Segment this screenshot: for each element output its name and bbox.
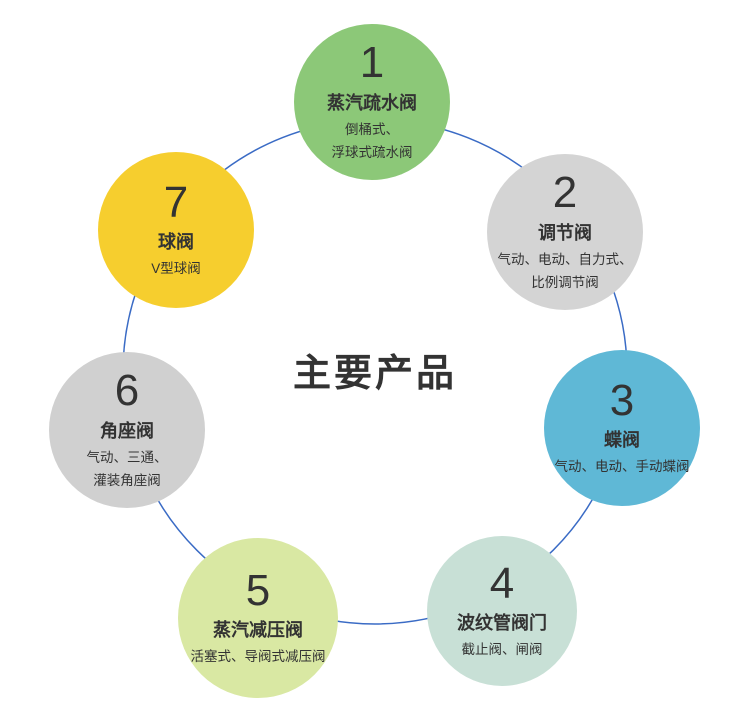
node-number: 3 [609,375,635,425]
node-title: 角座阀 [100,420,154,441]
node-pressure-reducing-valve: 5 蒸汽减压阀 活塞式、导阀式减压阀 [178,538,338,698]
node-number: 7 [163,177,189,227]
node-title: 蝶阀 [604,430,640,451]
node-title: 蒸汽减压阀 [213,620,303,641]
node-ball-valve: 7 球阀 V型球阀 [98,152,254,308]
subtitle-line: 气动、电动、自力式、 [497,251,633,267]
node-number: 2 [552,168,578,218]
node-subtitle: 气动、三通、 灌装角座阀 [87,447,168,493]
subtitle-line: 倒桶式、 [345,121,399,137]
subtitle-line: 气动、电动、手动蝶阀 [554,459,690,475]
node-number: 1 [359,38,385,88]
node-title: 球阀 [158,232,194,253]
node-subtitle: V型球阀 [151,258,201,281]
node-butterfly-valve: 3 蝶阀 气动、电动、手动蝶阀 [544,350,700,506]
subtitle-line: 比例调节阀 [531,274,599,290]
subtitle-line: 浮球式疏水阀 [331,144,413,160]
node-subtitle: 气动、电动、自力式、 比例调节阀 [498,249,633,295]
node-subtitle: 倒桶式、 浮球式疏水阀 [332,119,413,165]
node-title: 调节阀 [538,222,592,243]
subtitle-line: 气动、三通、 [86,449,168,465]
subtitle-line: 截止阀、闸阀 [461,642,543,658]
node-subtitle: 活塞式、导阀式减压阀 [191,646,326,669]
node-number: 5 [245,565,271,615]
node-number: 4 [489,558,515,608]
node-title: 波纹管阀门 [457,613,547,634]
subtitle-line: 灌装角座阀 [93,472,161,488]
subtitle-line: V型球阀 [151,261,201,277]
node-subtitle: 截止阀、闸阀 [462,639,543,662]
node-steam-trap: 1 蒸汽疏水阀 倒桶式、 浮球式疏水阀 [294,24,450,180]
node-angle-seat-valve: 6 角座阀 气动、三通、 灌装角座阀 [49,352,205,508]
node-regulating-valve: 2 调节阀 气动、电动、自力式、 比例调节阀 [487,154,643,310]
diagram-title: 主要产品 [292,353,457,395]
node-number: 6 [114,366,140,416]
node-title: 蒸汽疏水阀 [327,92,417,113]
node-subtitle: 气动、电动、手动蝶阀 [555,456,690,479]
subtitle-line: 活塞式、导阀式减压阀 [190,649,326,665]
node-bellows-valve: 4 波纹管阀门 截止阀、闸阀 [427,536,577,686]
